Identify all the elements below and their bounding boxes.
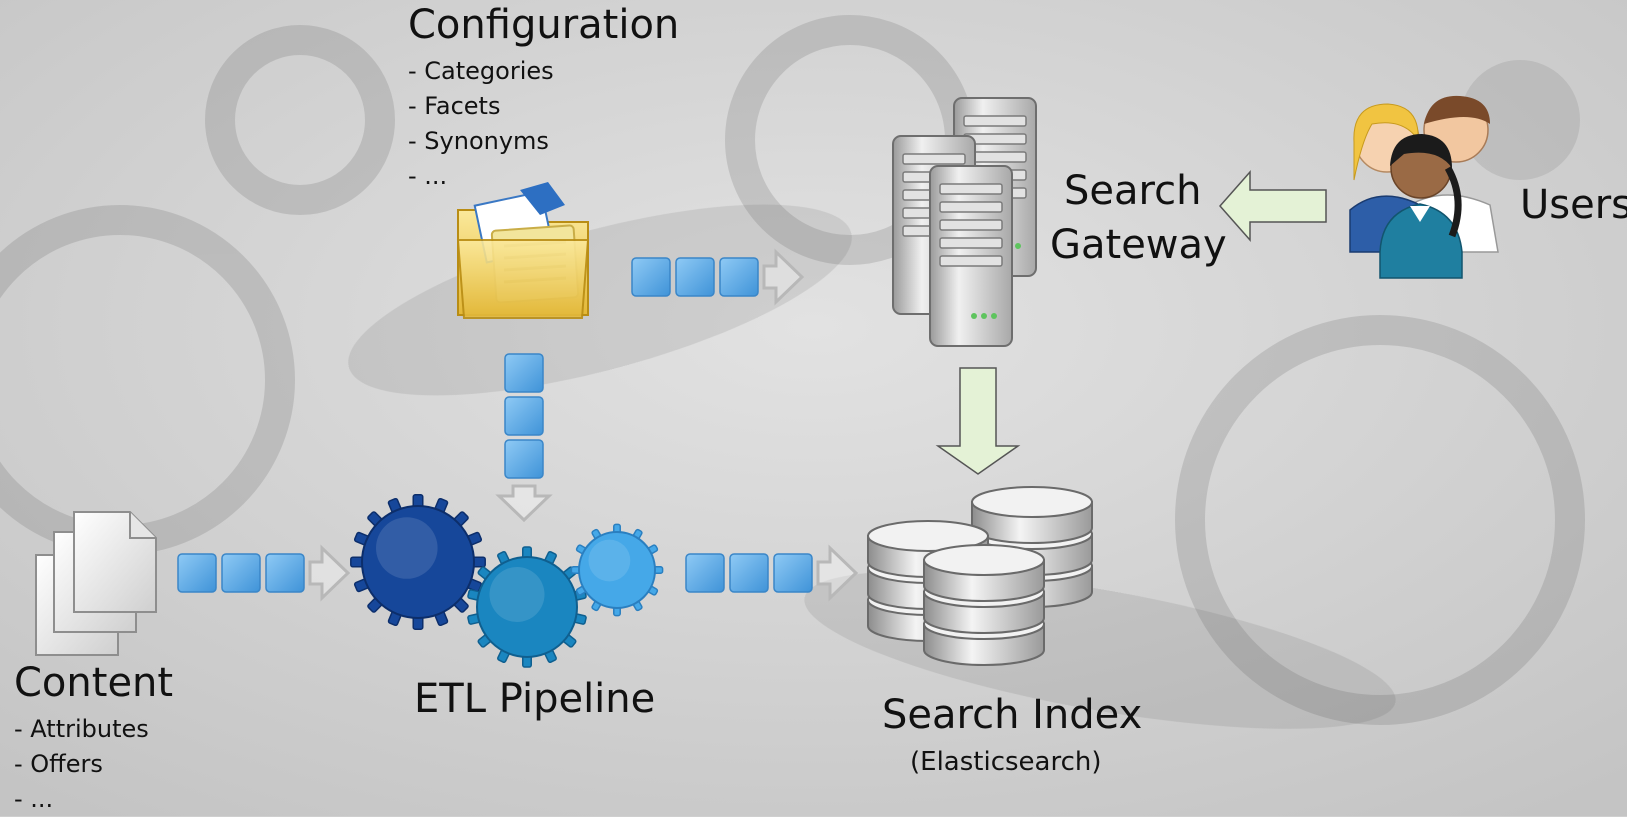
search-gateway-line2: Gateway <box>1050 222 1227 268</box>
search-index-title: Search Index <box>882 692 1143 738</box>
flow-arrow-config-to-etl <box>495 353 553 523</box>
users-icon <box>1349 95 1499 279</box>
flow-arrow-content-to-etl <box>177 544 351 602</box>
server-front-icon <box>929 165 1013 347</box>
configuration-list: - Categories - Facets - Synonyms - ... <box>408 54 554 194</box>
request-arrow-users-to-gateway <box>1218 170 1327 242</box>
search-index-subtitle: (Elasticsearch) <box>910 747 1102 777</box>
configuration-item: - Categories <box>408 57 554 85</box>
content-title: Content <box>14 660 174 706</box>
configuration-title: Configuration <box>408 2 680 48</box>
content-item: - Offers <box>14 750 103 778</box>
folder-icon <box>456 182 590 319</box>
gear-medium-icon <box>467 546 587 668</box>
query-arrow-gateway-to-index <box>935 367 1021 475</box>
etl-pipeline-title: ETL Pipeline <box>414 676 656 722</box>
content-item: - Attributes <box>14 715 149 743</box>
configuration-item: - Facets <box>408 92 501 120</box>
database-back-icon-disk <box>971 486 1093 544</box>
gear-small-icon <box>570 523 664 617</box>
flow-arrow-config-to-gateway <box>631 248 805 306</box>
content-item: - ... <box>14 785 54 813</box>
configuration-item: - Synonyms <box>408 127 549 155</box>
content-list: - Attributes - Offers - ... <box>14 712 149 817</box>
users-label: Users <box>1520 182 1627 228</box>
search-gateway-line1: Search <box>1064 168 1202 214</box>
documents-icon <box>35 511 157 656</box>
configuration-item: - ... <box>408 162 448 190</box>
database-front-icon-disk <box>923 544 1045 602</box>
flow-arrow-etl-to-index <box>685 544 859 602</box>
gear-large-icon <box>350 494 486 630</box>
